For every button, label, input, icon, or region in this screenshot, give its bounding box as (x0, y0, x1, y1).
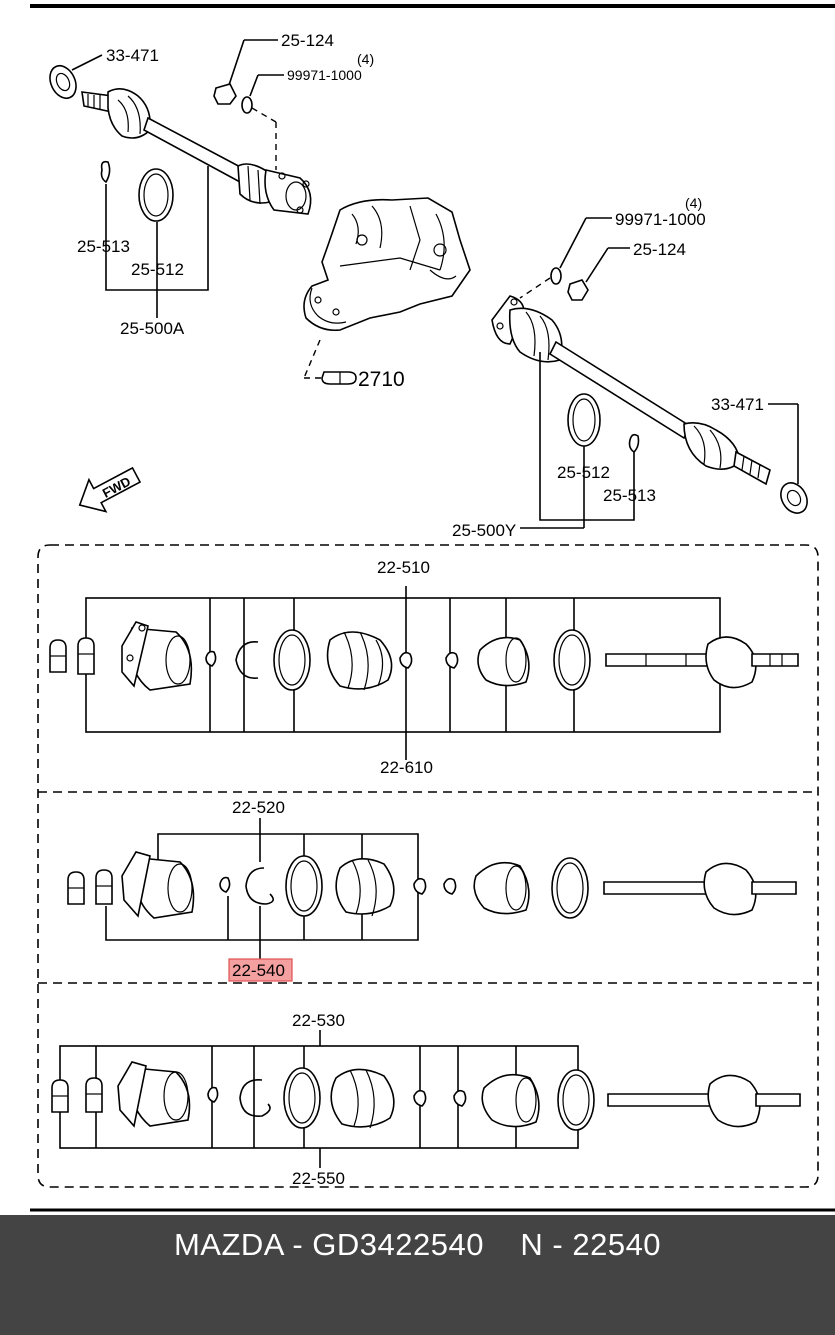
lower-dashed-frame (37, 544, 819, 1188)
label-99971-left: 99971-1000 (287, 67, 362, 83)
highlight-22-540 (228, 958, 293, 982)
label-33-471-right: 33-471 (711, 395, 764, 414)
left-driveshaft-assembly (49, 39, 312, 318)
label-25-512-left: 25-512 (131, 260, 184, 279)
footer-bar: MAZDA - GD3422540 N - 22540 (0, 1215, 835, 1335)
label-99971-right: 99971-1000 (615, 210, 706, 229)
label-2710: 2710 (358, 368, 405, 391)
label-25-513-left: 25-513 (77, 237, 130, 256)
label-25-124-right: 25-124 (633, 240, 686, 259)
label-22-610: 22-610 (380, 758, 433, 777)
label-qty-left: (4) (357, 51, 374, 67)
label-22-550: 22-550 (292, 1169, 345, 1188)
label-25-500y: 25-500Y (452, 521, 516, 540)
label-25-500a: 25-500A (120, 319, 185, 338)
fwd-arrow-icon: FWD (78, 466, 142, 513)
label-25-512-right: 25-512 (557, 463, 610, 482)
label-22-510: 22-510 (377, 558, 430, 577)
label-22-540: 22-540 (232, 961, 285, 980)
label-33-471-left: 33-471 (106, 46, 159, 65)
pointing-hand-icon (321, 371, 357, 385)
panel-1-exploded (49, 586, 799, 760)
panel-3-exploded (51, 1030, 801, 1168)
footer-part-number: MAZDA - GD3422540 N - 22540 (173, 1227, 662, 1262)
label-qty-right: (4) (685, 195, 702, 211)
flange-nut-left (213, 83, 237, 105)
fwd-label: FWD (100, 474, 133, 501)
panel-2-exploded (67, 818, 797, 960)
differential-housing (303, 197, 471, 332)
label-25-513-right: 25-513 (603, 486, 656, 505)
right-driveshaft-assembly (491, 217, 808, 529)
label-22-520: 22-520 (232, 798, 285, 817)
parts-diagram: 33-471 25-124 (4) 99971-1000 25-513 25-5… (30, 4, 835, 1212)
label-22-530: 22-530 (292, 1011, 345, 1030)
hub-nut-left (49, 64, 77, 100)
label-25-124-left: 25-124 (281, 31, 334, 50)
